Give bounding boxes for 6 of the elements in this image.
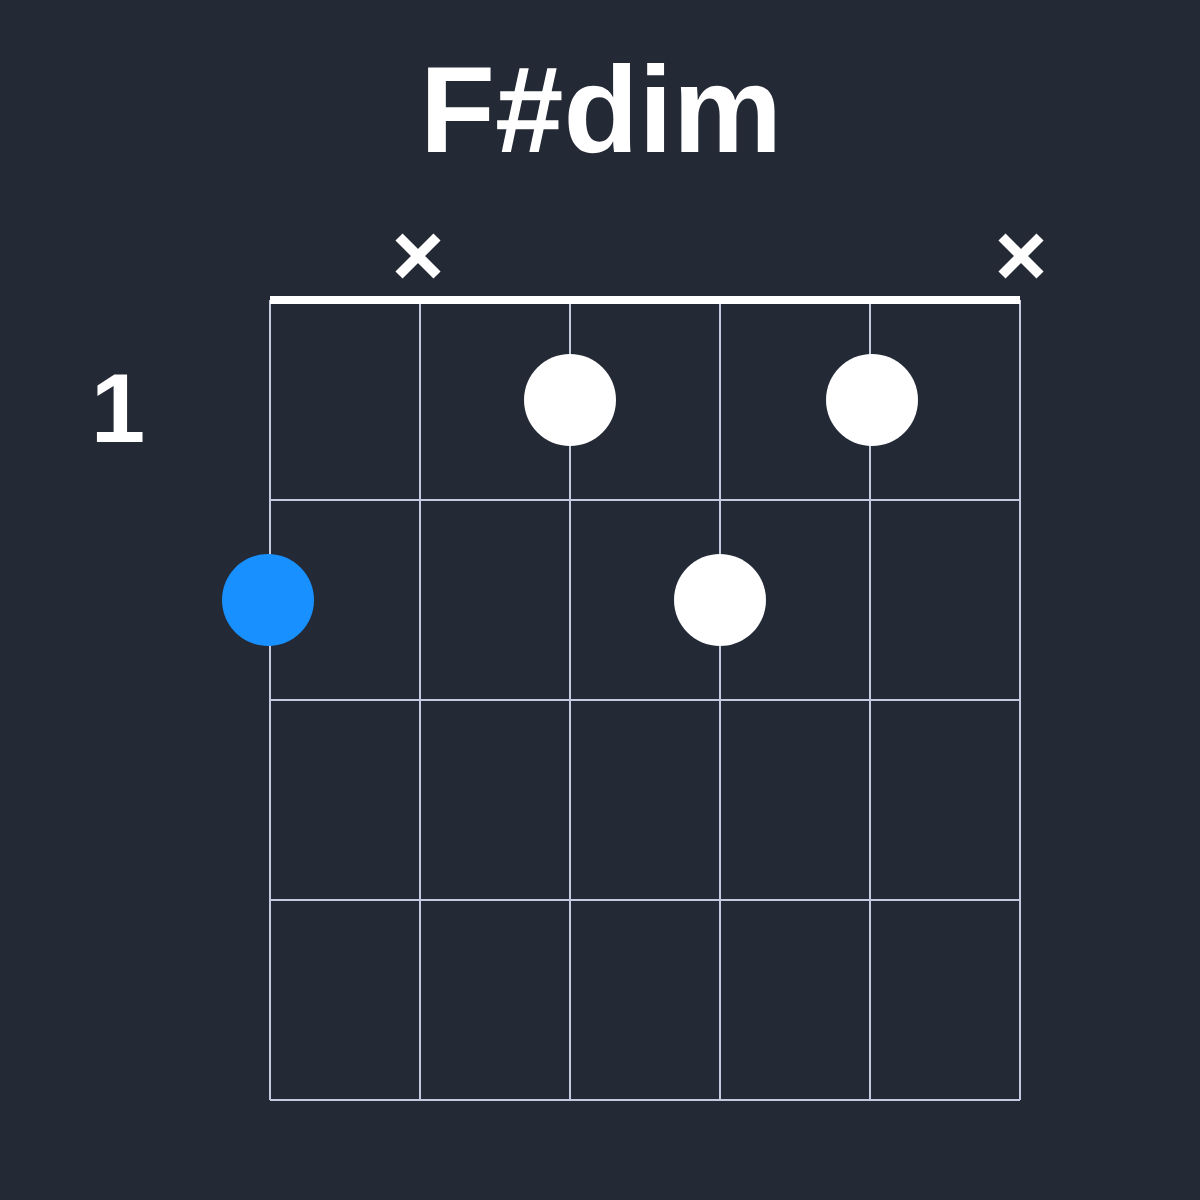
finger-dot [524, 354, 616, 446]
finger-dot [222, 554, 314, 646]
finger-dot [674, 554, 766, 646]
fret-number: 1 [96, 374, 143, 442]
finger-dot [826, 354, 918, 446]
chord-title: F#dim [428, 62, 775, 154]
